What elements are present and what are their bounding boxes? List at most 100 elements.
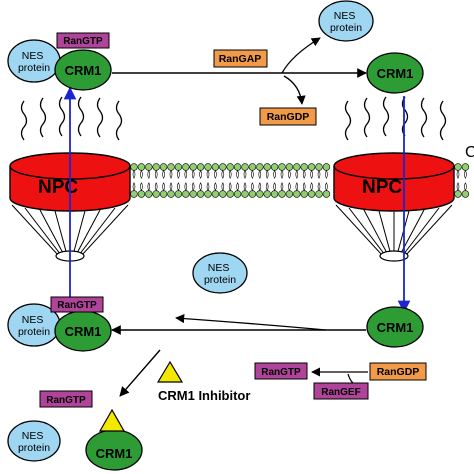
- lipid-tail: [273, 170, 276, 179]
- lipid-head: [196, 163, 205, 171]
- lipid-head: [307, 190, 316, 198]
- rangtp-free-label: RanGTP: [46, 395, 86, 406]
- lipid-tail: [317, 182, 321, 191]
- lipid-tail: [184, 182, 188, 191]
- lipid-head: [219, 163, 227, 171]
- nes-protein-free: [7, 420, 61, 462]
- rangtp-free-box: [39, 390, 93, 408]
- lipid-tail: [154, 170, 158, 179]
- lipid-head: [285, 163, 294, 171]
- lipid-tail: [228, 182, 232, 191]
- lipid-head: [263, 163, 271, 171]
- lipid-tail: [236, 170, 239, 179]
- lipid-head: [130, 163, 138, 171]
- lipid-head: [241, 190, 249, 198]
- lipid-tail: [302, 182, 306, 191]
- rangdp-released-box: [259, 107, 317, 126]
- lipid-tail: [295, 182, 299, 191]
- rangtp-bottom-left: [50, 296, 104, 313]
- lipid-tail: [184, 170, 188, 179]
- lipid-tail: [280, 170, 284, 179]
- lipid-tail: [199, 170, 202, 179]
- lipid-head: [189, 190, 197, 198]
- lipid-head: [204, 190, 212, 198]
- lipid-tail: [140, 170, 143, 179]
- lipid-tail: [169, 170, 173, 179]
- nes-protein-top-right: [318, 0, 374, 42]
- lipid-tail: [273, 182, 276, 191]
- rangef-label: RanGEF: [321, 387, 360, 398]
- lipid-head: [152, 163, 160, 171]
- lipid-tail: [147, 182, 151, 191]
- lipid-tail: [456, 170, 460, 179]
- lipid-tail: [154, 182, 158, 191]
- lipid-head: [152, 190, 160, 198]
- lipid-head: [454, 190, 462, 198]
- lipid-head: [159, 190, 168, 198]
- crm1-top-left-label: CRM1: [65, 63, 102, 78]
- crm1-bottom-left-label: CRM1: [65, 324, 102, 339]
- lipid-head: [233, 163, 242, 171]
- npc-right-label: NPC: [362, 177, 402, 198]
- lipid-tail: [199, 182, 202, 191]
- rangdp-released-label: RanGDP: [267, 111, 310, 123]
- lipid-head: [226, 190, 234, 198]
- lipid-head: [248, 190, 257, 198]
- crm1-inhibitor-triangle: [156, 360, 184, 383]
- rangap-box: [213, 49, 268, 68]
- lipid-tail: [464, 182, 467, 191]
- crm1-inhibited-label: CRM1: [96, 446, 133, 461]
- lipid-tail: [177, 182, 180, 191]
- lipid-tail: [317, 170, 321, 179]
- lipid-head: [285, 190, 294, 198]
- crm1-top-right-label: CRM1: [377, 66, 414, 81]
- crm1-bottom-right-label: CRM1: [377, 320, 414, 335]
- lipid-head: [270, 163, 279, 171]
- lipid-head: [256, 190, 264, 198]
- lipid-tail: [288, 170, 291, 179]
- lipid-head: [145, 190, 153, 198]
- lipid-tail: [464, 170, 467, 179]
- lipid-tail: [236, 182, 239, 191]
- lipid-head: [293, 190, 301, 198]
- lipid-head: [315, 190, 323, 198]
- nes-protein-bottom-center-label: NES protein: [204, 262, 236, 286]
- lipid-head: [322, 163, 331, 171]
- lipid-head: [167, 190, 175, 198]
- crm1-top-right: [366, 52, 424, 94]
- lipid-tail: [214, 170, 217, 179]
- lipid-head: [263, 190, 271, 198]
- rangtp-bottom-left-label: RanGTP: [57, 300, 97, 311]
- rangtp-generated-label: RanGTP: [261, 367, 301, 378]
- lipid-head: [256, 163, 264, 171]
- crm1-inhibitor-label: CRM1 Inhibitor: [158, 388, 250, 403]
- lipid-head: [174, 190, 183, 198]
- lipid-tail: [265, 170, 269, 179]
- lipid-head: [241, 163, 249, 171]
- lipid-head: [226, 163, 234, 171]
- lipid-tail: [288, 182, 291, 191]
- lipid-head: [278, 163, 286, 171]
- rangdp-release-arrow: [283, 75, 306, 105]
- rangap-label: RanGAP: [219, 53, 262, 65]
- lipid-head: [300, 190, 308, 198]
- lipid-tail: [177, 170, 180, 179]
- lipid-tail: [243, 182, 247, 191]
- lipid-head: [278, 190, 286, 198]
- lipid-tail: [251, 170, 254, 179]
- lipid-head: [167, 163, 175, 171]
- lipid-head: [137, 163, 146, 171]
- npc-right: NPC: [333, 96, 455, 262]
- lipid-tail: [302, 170, 306, 179]
- lipid-tail: [147, 170, 151, 179]
- rangef-box: [313, 382, 369, 400]
- lipid-tail: [221, 170, 225, 179]
- npc-right-basket: [335, 204, 453, 256]
- rangtp-top-left: [56, 32, 110, 49]
- lipid-tail: [169, 182, 173, 191]
- lipid-head: [307, 163, 316, 171]
- nes-protein-bottom-left-label: NES protein: [18, 314, 50, 338]
- nes-protein-bottom-center: [192, 252, 248, 294]
